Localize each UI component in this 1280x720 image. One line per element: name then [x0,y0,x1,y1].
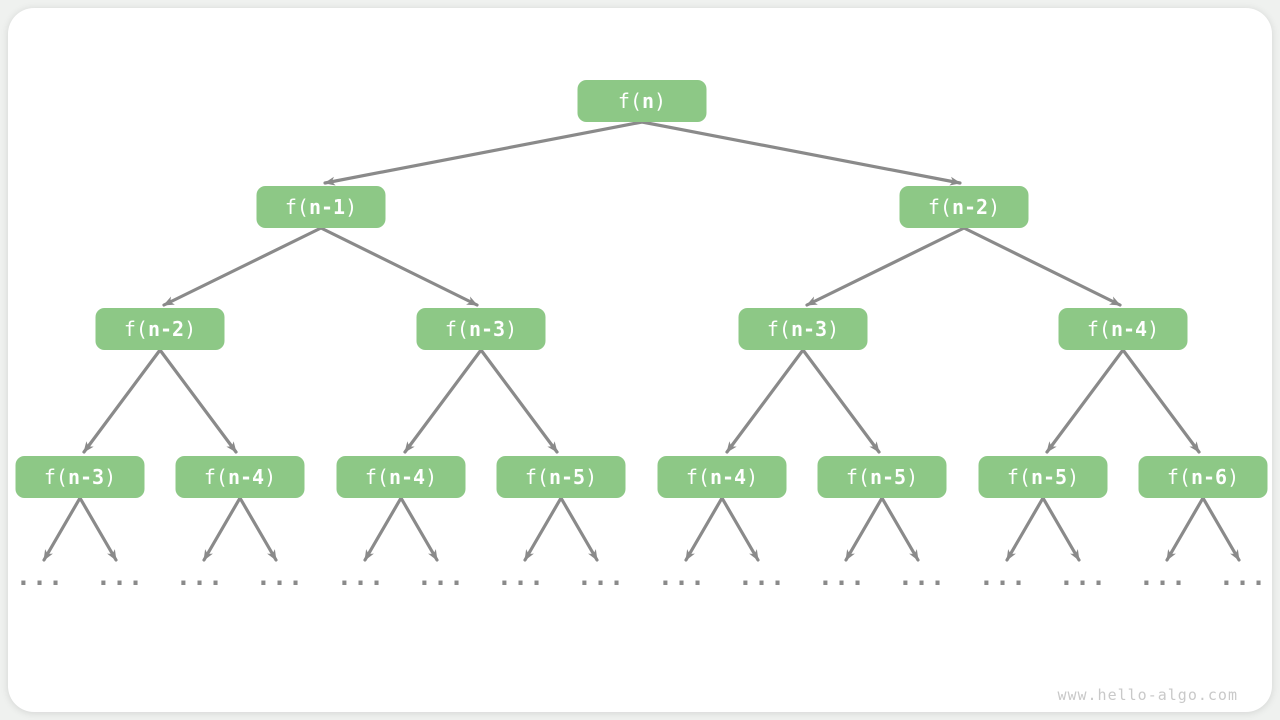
tree-node-l2-1: f(n-3) [416,308,546,350]
node-label-prefix: f( [766,317,791,341]
tree-node-l3-1: f(n-4) [175,456,305,498]
node-label-prefix: f( [1166,465,1191,489]
node-label-prefix: f( [444,317,469,341]
node-label-prefix: f( [1086,317,1111,341]
node-label-arg: n-3 [468,317,506,341]
node-label-prefix: f( [123,317,148,341]
tree-node-l3-3: f(n-5) [496,456,626,498]
node-label-prefix: f( [617,89,642,113]
node-label-arg: n-3 [67,465,105,489]
node-label-arg: n-5 [1030,465,1068,489]
node-label-arg: n-4 [388,465,426,489]
node-label-arg: n-2 [147,317,185,341]
node-label-suffix: ) [746,465,759,489]
ellipsis: ... [1058,562,1108,591]
tree-node-l0-0: f(n) [577,80,707,122]
node-label-prefix: f( [364,465,389,489]
node-label-suffix: ) [425,465,438,489]
ellipsis: ... [817,562,867,591]
node-label-suffix: ) [264,465,277,489]
tree-node-l1-1: f(n-2) [899,186,1029,228]
ellipsis: ... [576,562,626,591]
node-label-prefix: f( [685,465,710,489]
node-label-suffix: ) [1147,317,1160,341]
node-label-suffix: ) [1227,465,1240,489]
node-label-suffix: ) [988,195,1001,219]
ellipsis: ... [1218,562,1268,591]
node-label-suffix: ) [827,317,840,341]
node-label-suffix: ) [654,89,667,113]
node-label-suffix: ) [585,465,598,489]
node-label-arg: n-3 [790,317,828,341]
node-label-arg: n [642,89,655,113]
node-label-prefix: f( [927,195,952,219]
tree-node-l2-0: f(n-2) [95,308,225,350]
node-label-suffix: ) [345,195,358,219]
node-label-arg: n-1 [308,195,346,219]
ellipsis: ... [737,562,787,591]
node-label-arg: n-5 [869,465,907,489]
node-label-suffix: ) [906,465,919,489]
node-label-suffix: ) [1067,465,1080,489]
ellipsis: ... [175,562,225,591]
node-label-arg: n-4 [227,465,265,489]
tree-node-l3-4: f(n-4) [657,456,787,498]
node-label-prefix: f( [1006,465,1031,489]
tree-node-l2-2: f(n-3) [738,308,868,350]
node-label-arg: n-6 [1190,465,1228,489]
node-label-arg: n-4 [709,465,747,489]
watermark: www.hello-algo.com [1057,686,1238,704]
ellipsis: ... [416,562,466,591]
ellipsis: ... [496,562,546,591]
node-label-suffix: ) [104,465,117,489]
ellipsis: ... [336,562,386,591]
node-label-prefix: f( [845,465,870,489]
tree-node-l2-3: f(n-4) [1058,308,1188,350]
node-label-suffix: ) [505,317,518,341]
tree-node-l3-2: f(n-4) [336,456,466,498]
ellipsis: ... [95,562,145,591]
ellipsis: ... [255,562,305,591]
node-label-suffix: ) [184,317,197,341]
ellipsis: ... [978,562,1028,591]
tree-node-l1-0: f(n-1) [256,186,386,228]
ellipsis: ... [897,562,947,591]
tree-node-l3-5: f(n-5) [817,456,947,498]
node-label-arg: n-4 [1110,317,1148,341]
node-label-prefix: f( [203,465,228,489]
node-label-prefix: f( [524,465,549,489]
node-label-arg: n-2 [951,195,989,219]
tree-node-l3-0: f(n-3) [15,456,145,498]
node-label-arg: n-5 [548,465,586,489]
tree-node-l3-7: f(n-6) [1138,456,1268,498]
ellipsis: ... [657,562,707,591]
ellipsis: ... [1138,562,1188,591]
tree-node-l3-6: f(n-5) [978,456,1108,498]
ellipsis: ... [15,562,65,591]
node-label-prefix: f( [43,465,68,489]
node-label-prefix: f( [284,195,309,219]
